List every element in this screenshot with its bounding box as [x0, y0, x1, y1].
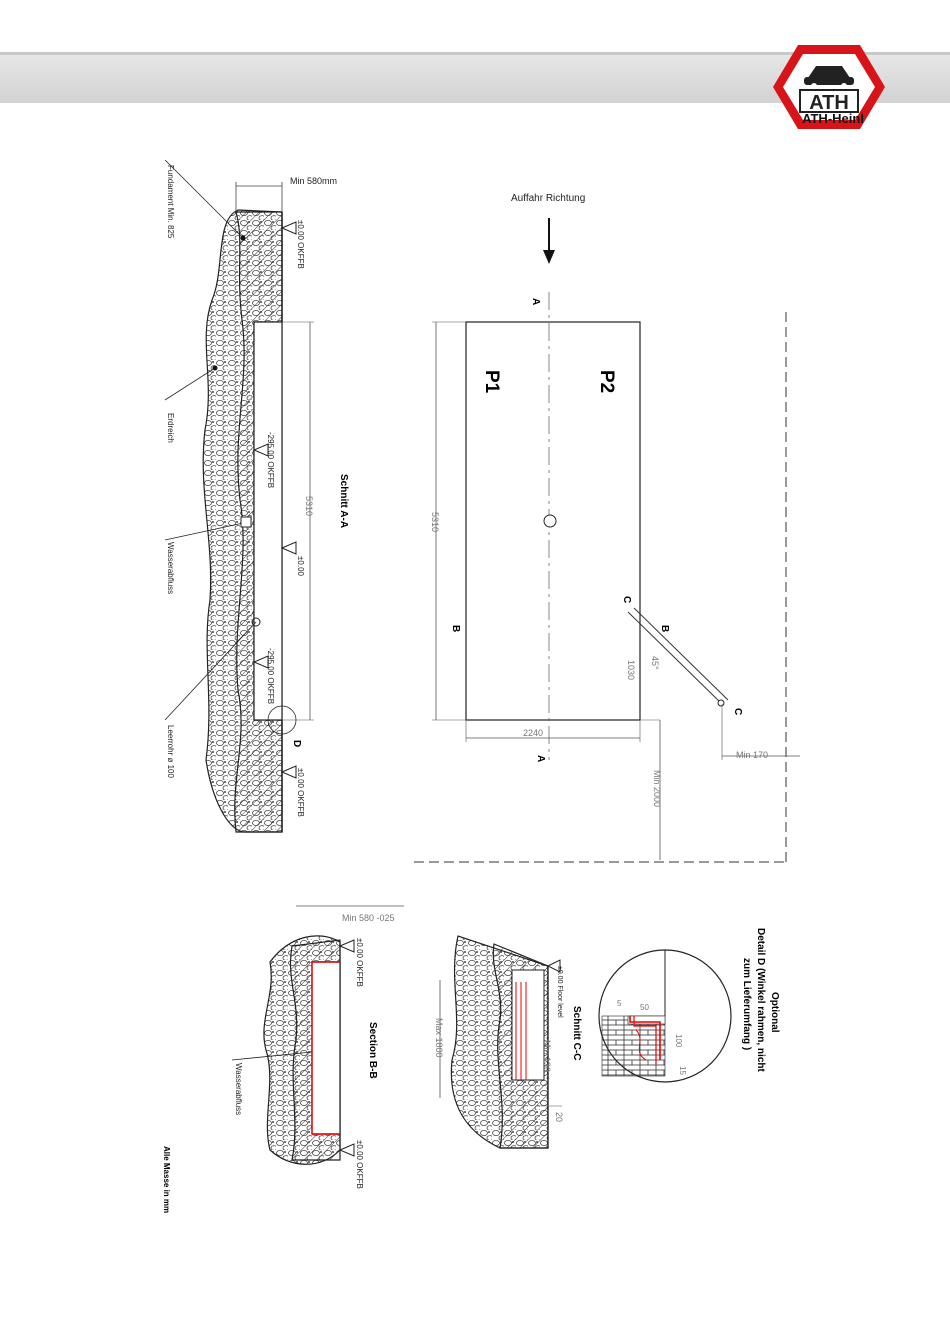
label-min580: Min 580mm [290, 176, 337, 186]
label-mark-b-right: B [659, 625, 670, 632]
label-min580-025: Min 580 -025 [342, 913, 395, 923]
label-leerrohr: Leerrohr ø 100 [166, 725, 175, 778]
label-level-top: ±0.00 OKFFB [296, 220, 305, 269]
label-dim-max1800: Max 1800 [434, 1018, 444, 1058]
label-detail-d-1: Optional [769, 992, 780, 1033]
label-dim-100: 100 [674, 1034, 683, 1048]
label-level-bb-top: ±0.00 OKFFB [355, 938, 364, 987]
label-fundament: Fundament Min. 825 [166, 165, 175, 239]
label-dim-5310-b: 5310 [430, 512, 440, 532]
label-section-cc: Schnitt C-C [571, 1006, 582, 1060]
label-section-aa: Schnitt A-A [338, 474, 349, 528]
label-p1: P1 [481, 370, 502, 394]
label-wasserabfluss: Wasserabfluss [166, 542, 175, 594]
label-dim-20: 20 [554, 1112, 564, 1122]
label-level-bb-bottom: ±0.00 OKFFB [355, 1140, 364, 1189]
label-mark-a-top: A [530, 298, 541, 305]
label-dim-5310-a: 5310 [304, 496, 314, 516]
logo-text: ATH [809, 92, 849, 114]
label-dim-min2000: Min 2000 [652, 770, 662, 807]
label-level-bottom: ±0.00 OKFFB [296, 768, 305, 817]
label-all-dims: Alle Masse in mm [162, 1146, 171, 1213]
label-level-295-a: -295.00 OKFFB [266, 432, 275, 488]
label-dim-50: 50 [640, 1003, 649, 1012]
label-level-mid: ±0.00 [296, 556, 305, 577]
label-dim-1030: 1030 [626, 660, 636, 680]
label-erdreich: Erdreich [166, 413, 175, 443]
label-level-295-b: -295.00 OKFFB [266, 648, 275, 704]
label-dim-min130: Min 130 [542, 1040, 552, 1072]
label-floor-level: ±0.00 Floor level [556, 966, 563, 1018]
detail-d: 50 100 5 15 Optional Detail D (Winkel ra… [598, 928, 780, 1083]
ath-logo: ATH [773, 45, 885, 129]
label-mark-c-bottom: C [732, 708, 743, 715]
section-a-a: Min 580mm Fundament Min. 825 Erdreich Wa… [164, 159, 349, 833]
label-detail-d-3: zum Lieferumfang ) [741, 958, 752, 1050]
label-mark-a-bottom: A [535, 755, 546, 762]
section-b-b: Min 580 -025 Wasserabfluss ±0.00 OKFFB ±… [162, 905, 404, 1213]
label-detail-d-2: Detail D (Winkel rahmen, nicht [755, 928, 766, 1072]
brand-name: ATH-Heinl [802, 111, 864, 126]
label-section-bb: Section B-B [367, 1022, 378, 1079]
label-mark-b-left: B [450, 625, 461, 632]
label-direction: Auffahr Richtung [511, 193, 585, 204]
label-dim-15: 15 [678, 1066, 687, 1075]
label-mark-c-top: C [621, 596, 632, 603]
label-wasserabfluss-bb: Wasserabfluss [234, 1063, 243, 1115]
label-dim-5: 5 [617, 999, 622, 1008]
label-p2: P2 [596, 370, 617, 393]
plan-view: Auffahr Richtung P1 P2 5310 2240 Min 200… [414, 193, 800, 863]
label-mark-d: D [291, 740, 302, 747]
label-dim-2240: 2240 [523, 728, 543, 738]
label-dim-45: 45° [650, 656, 660, 670]
label-dim-min170: Min 170 [736, 750, 768, 760]
section-c-c: Max 1800 Min 130 ±0.00 Floor level 20 Sc… [434, 935, 582, 1149]
